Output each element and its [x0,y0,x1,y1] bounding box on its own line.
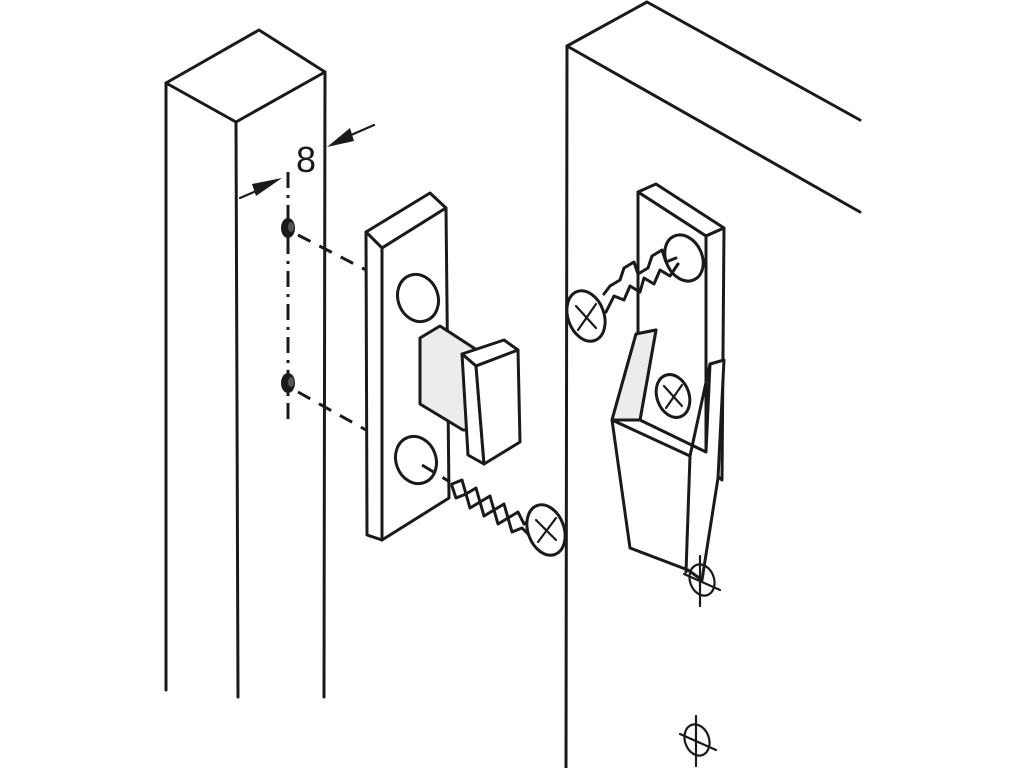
mounting-mark-upper [682,554,722,608]
post-right-edge [322,70,327,699]
mounting-mark-lower [678,714,718,768]
dimension-arrow-right-head [327,128,354,147]
dimension-8: 8 [238,123,376,200]
pilot-hole-upper [281,218,295,238]
catch-hook-edge [684,454,692,574]
screw-latch [450,478,567,557]
catch-inner-screw-slot [662,383,684,410]
screw-catch-thread-bottom [604,262,680,314]
post-top-face [164,28,327,124]
screw-latch-thread-bottom [450,484,532,538]
screw-catch [565,248,680,343]
screw-catch-thread-top [602,248,678,296]
dimension-label: 8 [296,139,316,180]
pilot-hole-lower [281,373,295,393]
latch-catch-front [474,348,522,466]
latch-plate-side-edge [364,230,384,542]
door-panel [564,0,862,768]
screw-latch-cross-slot [534,516,558,544]
catch-bracket [610,182,726,582]
catch-bracket-hole-upper [663,233,705,283]
screw-latch-thread-top [450,478,532,526]
latch-plate-hole-upper [395,272,441,324]
screw-guide-line-lower [421,463,451,484]
alignment-line-upper [297,233,367,272]
alignment-line-lower [297,390,367,432]
frame-post [164,28,327,699]
catch-hook-left-face [610,328,658,422]
dimension-arrow-left-head [252,178,282,196]
latch-plate-hole-lower [393,434,439,486]
door-top-back-edge [565,0,862,122]
door-top-front-edge [565,44,862,214]
post-middle-edge [234,120,240,699]
door-vertical-edge [564,44,569,768]
latch-plate [364,191,522,542]
screw-catch-cross-slot [574,302,598,332]
